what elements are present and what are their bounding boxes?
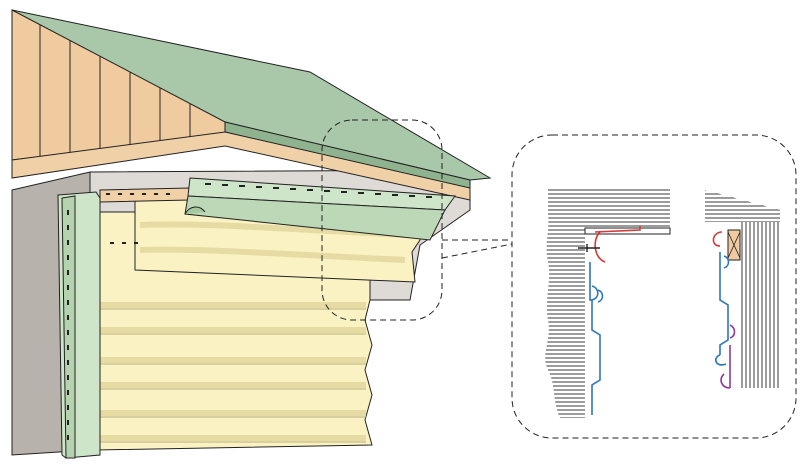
gable-siding [11, 9, 226, 161]
focus-outline [321, 119, 513, 321]
fascia-board [11, 131, 471, 201]
corner-post [57, 191, 101, 459]
section-left [545, 188, 671, 418]
finish-trim [184, 177, 456, 241]
section-right [705, 190, 780, 389]
detail-callout [511, 134, 797, 439]
roof [11, 9, 492, 191]
